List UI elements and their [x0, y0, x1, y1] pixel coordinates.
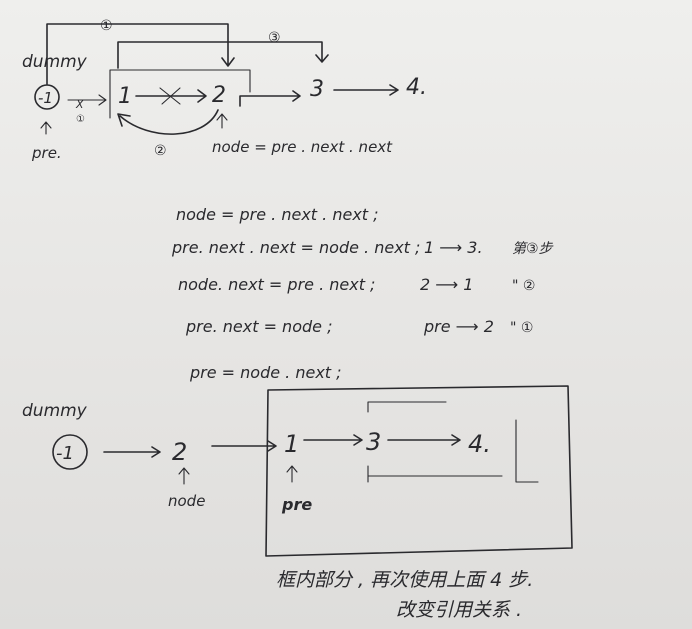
- top-dummy-label: dummy: [22, 52, 88, 72]
- code-line-2: pre. next . next = node . next ;: [171, 238, 420, 257]
- bottom-node-1: 1: [284, 430, 299, 458]
- top-small-step-mark: ①: [76, 114, 85, 125]
- bottom-arrow-1-to-3: [303, 434, 363, 446]
- bottom-arrow-dummy-to-2: [103, 446, 161, 458]
- top-node-1: 1: [118, 84, 132, 109]
- top-node-4: 4.: [406, 75, 427, 100]
- bottom-node-2: 2: [172, 438, 187, 466]
- top-node-pointer-arrow: [216, 113, 228, 129]
- top-arrow-1-to-2-cross: [159, 87, 181, 105]
- bottom-dummy-label: dummy: [22, 401, 88, 421]
- bottom-node-3: 3: [366, 428, 381, 456]
- code-line-5: pre = node . next ;: [189, 363, 342, 382]
- code-line-2-step: 第③步: [512, 241, 554, 257]
- top-dummy-value: -1: [38, 89, 53, 107]
- bottom-frame-box: [265, 385, 573, 557]
- code-line-4: pre. next = node ;: [185, 317, 332, 336]
- top-step2-connector: [117, 109, 219, 135]
- code-line-3-note: 2 ⟶ 1: [420, 275, 473, 294]
- top-node-2: 2: [212, 83, 226, 108]
- top-step3-label: ③: [268, 30, 281, 46]
- bottom-node-4: 4.: [468, 430, 491, 458]
- code-line-3: node. next = pre . next ;: [178, 275, 375, 294]
- top-arrow-3-to-4: [333, 84, 399, 96]
- top-step2-label: ②: [154, 143, 167, 159]
- bottom-pre-pointer-arrow: [286, 465, 298, 483]
- bottom-dummy-circle: [52, 434, 88, 470]
- bottom-inner-top-line: [367, 401, 447, 413]
- bottom-inner-bottom-line: [367, 465, 503, 483]
- top-step1-label: ①: [100, 18, 113, 34]
- top-pre-pointer-arrow: [40, 121, 52, 135]
- top-pre-label: pre.: [31, 144, 62, 162]
- bottom-dummy-value: -1: [56, 443, 74, 464]
- bottom-node-pointer-arrow: [178, 467, 190, 485]
- code-line-3-step: " ②: [512, 278, 535, 294]
- top-arrow-2-to-3: [239, 90, 301, 107]
- bottom-inner-right-bracket: [515, 419, 539, 483]
- code-line-1: node = pre . next . next ;: [176, 205, 379, 224]
- top-step3-connector: [117, 41, 329, 69]
- bottom-arrow-2-to-1: [211, 440, 277, 452]
- bottom-node-label: node: [168, 492, 205, 510]
- top-step1-connector: [46, 23, 235, 85]
- top-cross-mark: X: [75, 98, 84, 111]
- bottom-note-line-1: 框内部分 , 再次使用上面 4 步.: [276, 569, 533, 591]
- bottom-arrow-3-to-4: [387, 434, 461, 446]
- top-arrow-dummy-to-1: [67, 94, 107, 106]
- top-node-3: 3: [310, 77, 324, 102]
- code-line-4-step: " ①: [510, 320, 533, 336]
- top-node-definition: node = pre . next . next: [212, 138, 393, 156]
- code-line-4-note: pre ⟶ 2: [423, 317, 494, 336]
- top-dummy-circle: [34, 84, 60, 110]
- bottom-pre-label: pre: [281, 495, 312, 514]
- code-line-2-note: 1 ⟶ 3.: [424, 238, 483, 257]
- top-node-box: [109, 69, 251, 119]
- bottom-note-line-2: 改变引用关系 .: [396, 599, 522, 621]
